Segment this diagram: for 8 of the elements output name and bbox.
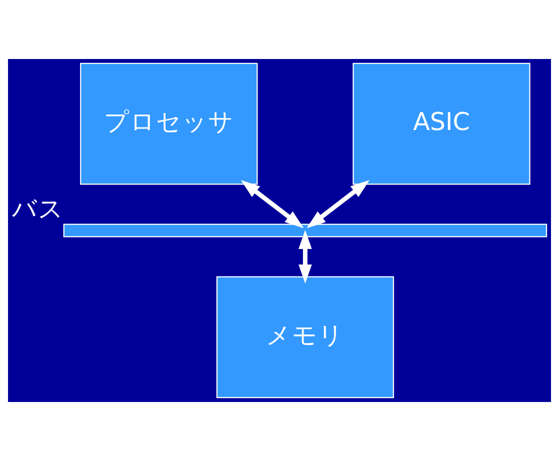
arrow — [298, 230, 312, 284]
arrow — [306, 180, 370, 228]
node-label: バス — [12, 194, 64, 224]
arrow — [240, 180, 304, 228]
node-box: メモリ — [216, 276, 394, 398]
node-box: プロセッサ — [80, 62, 258, 185]
node-box: ASIC — [352, 62, 530, 185]
node-bar — [63, 224, 548, 238]
